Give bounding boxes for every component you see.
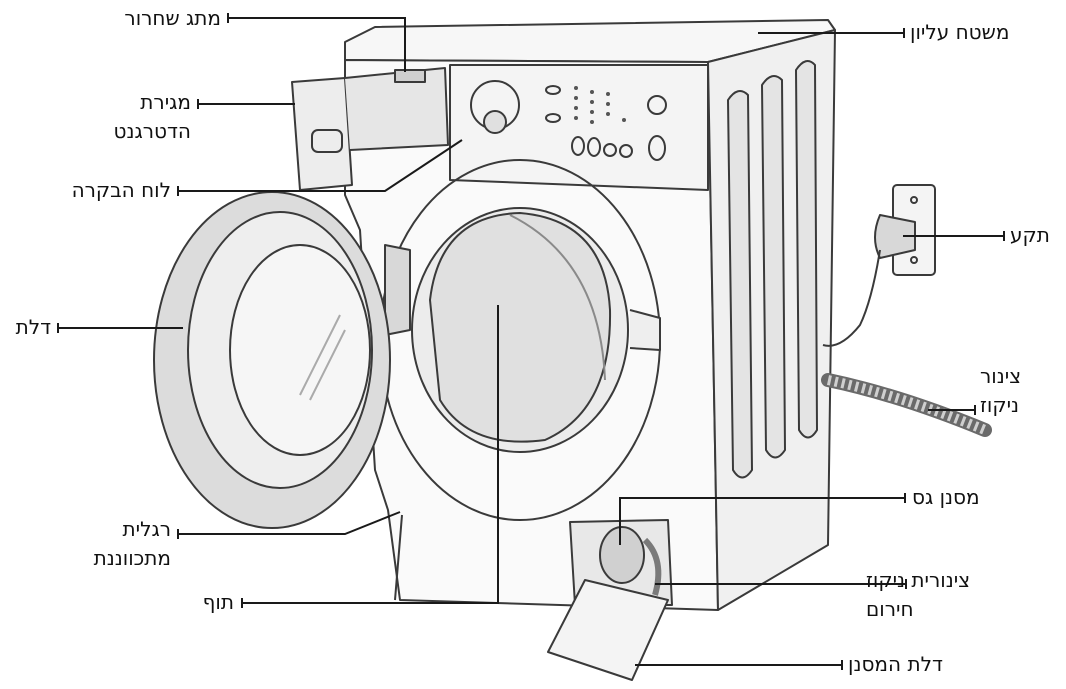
- indicator-light: [545, 85, 561, 95]
- side-rib-2: [761, 75, 786, 459]
- option-button: [619, 144, 633, 158]
- power-cord: [822, 249, 881, 347]
- emergency-drain-tube: [642, 537, 662, 596]
- label-coarse-filter: מסנן גס: [912, 485, 980, 509]
- side-rib-1: [727, 90, 753, 479]
- label-release-lever: מתג שחרור: [124, 6, 221, 30]
- door-handle-slot: [629, 309, 661, 351]
- leader-release-lever: [228, 17, 406, 72]
- socket-screw: [910, 196, 918, 204]
- leader-lines: [57, 13, 1005, 670]
- coarse-filter-cap: [599, 526, 645, 584]
- led-indicators: [574, 86, 626, 124]
- leader-adjustable-foot: [178, 511, 401, 535]
- option-button: [571, 136, 585, 156]
- label-drum: תוף: [202, 590, 234, 614]
- side-rib-3: [795, 60, 818, 439]
- drawer-release-lever: [394, 69, 426, 83]
- option-button: [603, 143, 617, 157]
- drawer-handle: [311, 129, 343, 153]
- leader-control-panel: [178, 139, 463, 192]
- option-button: [587, 137, 601, 157]
- leader-coarse-filter: [619, 497, 905, 545]
- drum-interior: [429, 212, 612, 443]
- adjustable-foot: [394, 514, 403, 601]
- leader-drum: [242, 305, 499, 604]
- door-glass-reflection: [299, 314, 346, 401]
- label-filter-door: דלת המסנן: [848, 652, 943, 676]
- power-button: [647, 95, 667, 115]
- indicator-light: [545, 113, 561, 123]
- label-door: דלת: [15, 315, 51, 339]
- drum-shading: [509, 214, 606, 381]
- door-hinge: [384, 244, 411, 336]
- socket-screw: [910, 256, 918, 264]
- open-door-glass: [229, 244, 371, 456]
- drawer-front: [291, 77, 353, 191]
- label-control-panel: לוח הבקרה: [71, 178, 171, 202]
- program-dial-knob: [483, 110, 507, 134]
- label-top-surface: משטח עליון: [910, 20, 1010, 44]
- filter-door-panel: [547, 579, 669, 681]
- control-panel-band: [449, 64, 709, 191]
- label-plug: תקע: [1010, 223, 1050, 247]
- plug-body: [874, 214, 916, 259]
- start-button: [648, 135, 666, 161]
- washing-machine-illustration: [153, 19, 992, 681]
- drain-hose-ribs: [826, 375, 987, 435]
